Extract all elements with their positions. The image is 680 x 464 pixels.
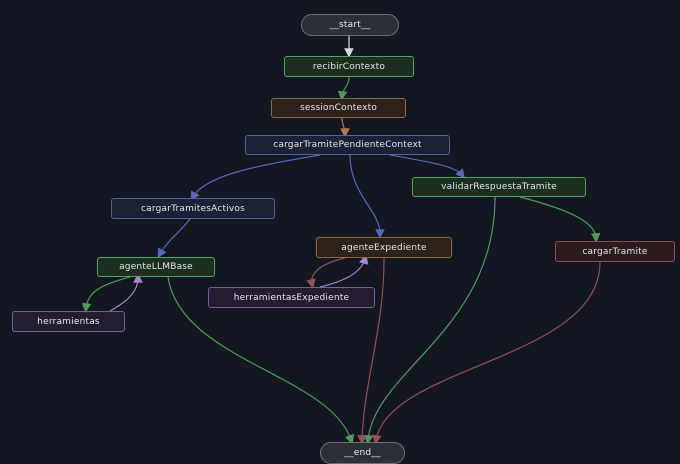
edge-recibir-session: [337, 76, 350, 101]
node-cargar-tramites-activos[interactable]: cargarTramitesActivos: [111, 198, 275, 219]
edge-llm-end: [167, 276, 355, 445]
node-herramientas[interactable]: herramientas: [12, 311, 125, 332]
node-start[interactable]: __start__: [301, 14, 399, 36]
edge-validar-end: [363, 196, 496, 445]
edge-llm-herramientas: [81, 276, 131, 313]
edge-activos-llm: [157, 218, 191, 259]
node-session-contexto[interactable]: sessionContexto: [271, 98, 406, 118]
edge-pendiente-validar: [389, 154, 465, 179]
node-end[interactable]: __end__: [320, 442, 405, 464]
edge-expediente-end: [357, 257, 385, 445]
node-agente-expediente[interactable]: agenteExpediente: [316, 237, 452, 258]
edge-expediente-herr: [306, 257, 346, 289]
edge-pendiente-expediente: [349, 154, 385, 239]
edge-session-cargar-pendiente: [340, 117, 350, 138]
edge-herramientas-llm: [109, 273, 143, 312]
edge-herr-expediente: [319, 254, 369, 288]
node-cargar-tramite[interactable]: cargarTramite: [555, 241, 675, 262]
node-recibir-contexto[interactable]: recibirContexto: [284, 56, 414, 77]
edge-validar-cargar-tramite: [519, 196, 601, 243]
node-validar-respuesta-tramite[interactable]: validarRespuestaTramite: [412, 177, 586, 197]
edge-pendiente-activos: [190, 154, 321, 202]
edge-cargar-tramite-end: [372, 261, 601, 445]
node-herramientas-expediente[interactable]: herramientasExpediente: [208, 287, 375, 308]
node-cargar-tramite-pendiente-context[interactable]: cargarTramitePendienteContext: [245, 135, 450, 155]
node-agente-llm-base[interactable]: agenteLLMBase: [97, 257, 215, 277]
